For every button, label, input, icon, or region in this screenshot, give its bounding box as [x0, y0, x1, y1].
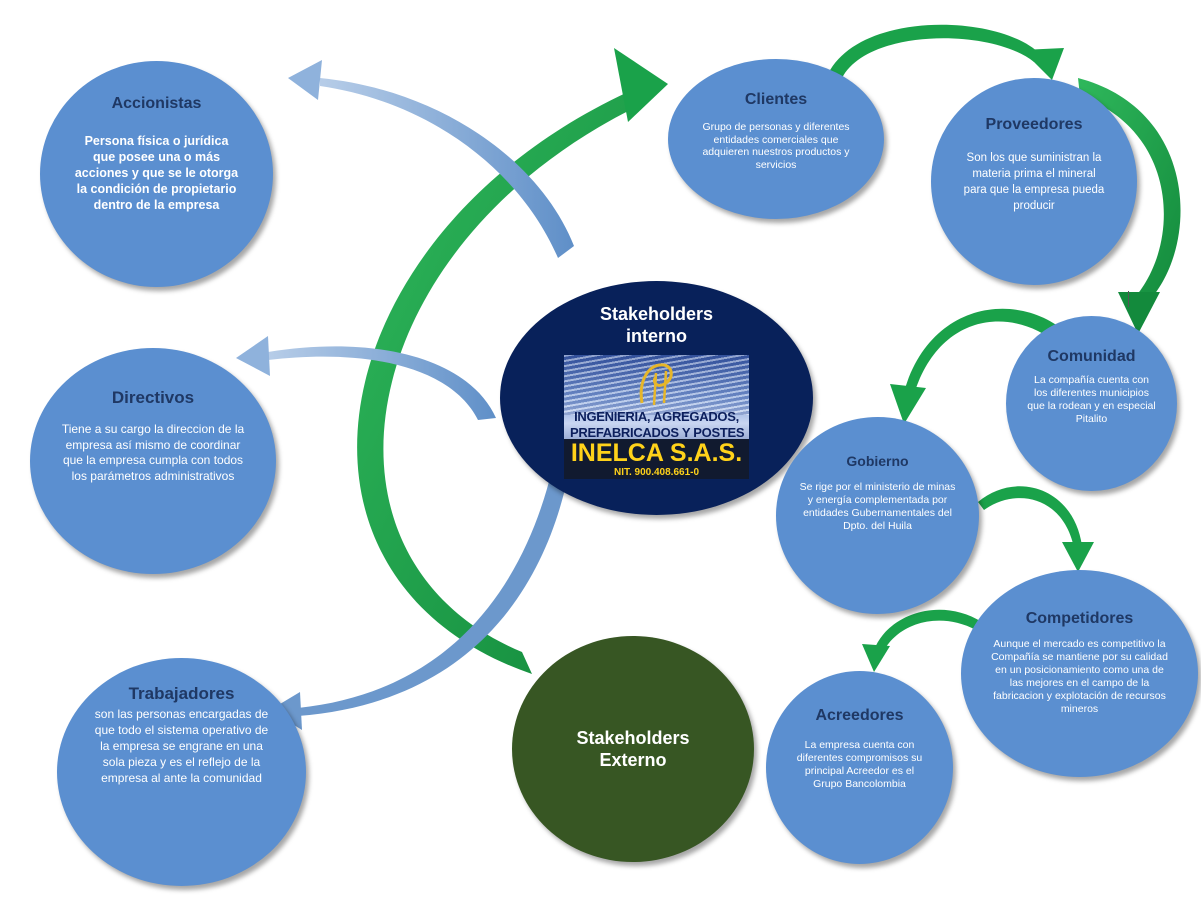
accionistas-title: Accionistas [111, 95, 202, 112]
inelca-logo: INGENIERIA, AGREGADOS, PREFABRICADOS Y P… [564, 355, 749, 479]
node-competidores: Competidores Aunque el mercado es compet… [961, 570, 1198, 777]
trabajadores-desc: son las personas encargadas de que todo … [94, 707, 269, 785]
competidores-desc: Aunque el mercado es competitivo la Comp… [991, 638, 1168, 715]
external-hub-label: Stakeholders Externo [576, 728, 690, 770]
node-trabajadores: Trabajadores son las personas encargadas… [57, 658, 306, 886]
logo-company-name: INELCA S.A.S. [564, 439, 749, 467]
competidores-title: Competidores [1025, 610, 1134, 627]
gobierno-desc: Se rige por el ministerio de minas y ene… [799, 481, 956, 532]
logo-tagline-1: INGENIERIA, AGREGADOS, [574, 409, 739, 424]
directivos-title: Directivos [111, 388, 195, 407]
company-emblem-icon [639, 363, 673, 406]
logo-tagline-2: PREFABRICADOS Y POSTES [570, 425, 745, 440]
comunidad-title: Comunidad [1047, 348, 1136, 365]
proveedores-title: Proveedores [985, 116, 1083, 133]
stray-tick-mark [1128, 291, 1129, 307]
acreedores-title: Acreedores [815, 707, 904, 724]
proveedores-desc: Son los que suministran la materia prima… [963, 152, 1105, 212]
node-clientes: Clientes Grupo de personas y diferentes … [668, 59, 884, 219]
internal-stakeholders-hub: Stakeholders interno INGENIERIA, AGREGAD… [500, 281, 813, 515]
directivos-desc: Tiene a su cargo la direccion de la empr… [61, 422, 245, 483]
arrow-comunidad-to-gobierno [890, 308, 1068, 424]
clientes-title: Clientes [744, 91, 808, 108]
logo-nit: NIT. 900.408.661-0 [564, 467, 749, 479]
trabajadores-title: Trabajadores [128, 684, 235, 703]
arrow-competidores-to-acreedores [862, 609, 982, 672]
arrow-to-directivos [236, 336, 496, 420]
arrow-to-accionistas [288, 60, 574, 258]
node-comunidad: Comunidad La compañía cuenta con los dif… [1006, 316, 1177, 491]
node-accionistas: Accionistas Persona física o jurídica qu… [40, 61, 273, 287]
arrow-gobierno-to-competidores [978, 486, 1094, 572]
gobierno-title: Gobierno [846, 453, 909, 469]
external-stakeholders-hub: Stakeholders Externo [512, 636, 754, 862]
accionistas-desc: Persona física o jurídica que posee una … [74, 134, 239, 212]
internal-hub-label: Stakeholders interno [599, 304, 714, 346]
comunidad-desc: La compañía cuenta con los diferentes mu… [1027, 374, 1156, 425]
node-directivos: Directivos Tiene a su cargo la direccion… [30, 348, 276, 574]
node-gobierno: Gobierno Se rige por el ministerio de mi… [776, 417, 979, 614]
clientes-desc: Grupo de personas y diferentes entidades… [702, 121, 850, 171]
node-proveedores: Proveedores Son los que suministran la m… [931, 78, 1137, 285]
node-acreedores: Acreedores La empresa cuenta con diferen… [766, 671, 953, 864]
arrow-clientes-to-proveedores [828, 24, 1064, 80]
acreedores-desc: La empresa cuenta con diferentes comprom… [796, 739, 923, 790]
big-green-arrow [357, 48, 668, 674]
